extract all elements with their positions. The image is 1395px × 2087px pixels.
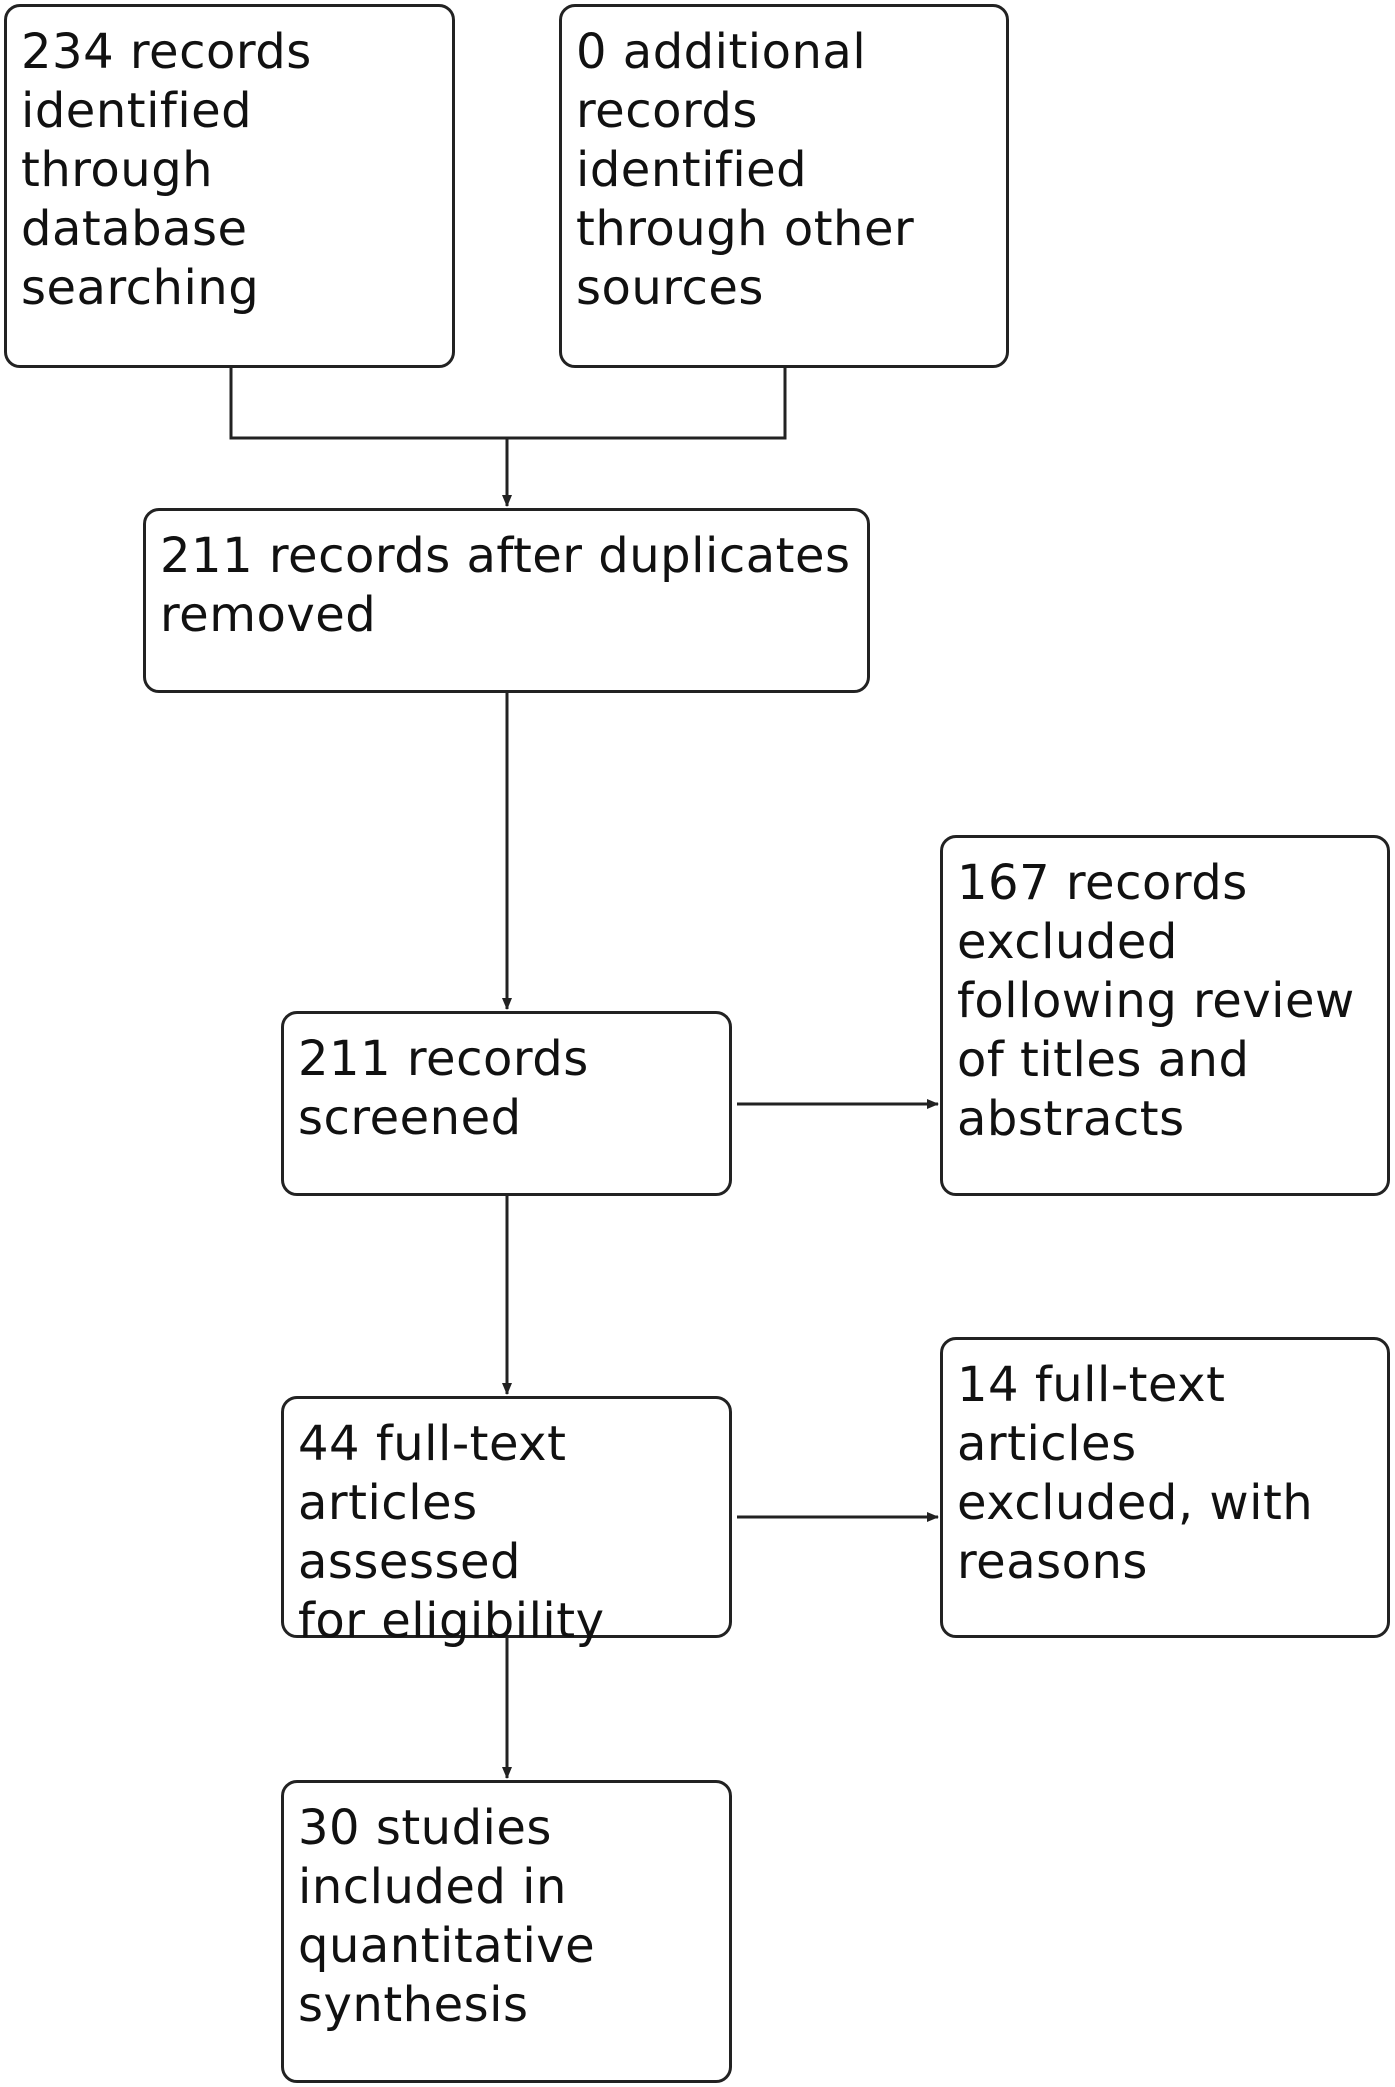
records-screened-box: 211 records screened — [281, 1011, 732, 1196]
full-text-excluded-box: 14 full-text articles excluded, with rea… — [940, 1337, 1390, 1638]
full-text-assessed-box: 44 full-text articles assessed for eligi… — [281, 1396, 732, 1649]
records-excluded-box: 167 records excluded following review of… — [940, 835, 1390, 1196]
other-sources-records-box: 0 additional records identified through … — [559, 4, 1009, 368]
duplicates-removed-box: 211 records after duplicates removed — [143, 508, 870, 693]
studies-included-box: 30 studies included in quantitative synt… — [281, 1780, 732, 2083]
merge-connector-database-and-other-sources — [229, 368, 787, 440]
database-search-records-box: 234 records identified through database … — [4, 4, 455, 368]
